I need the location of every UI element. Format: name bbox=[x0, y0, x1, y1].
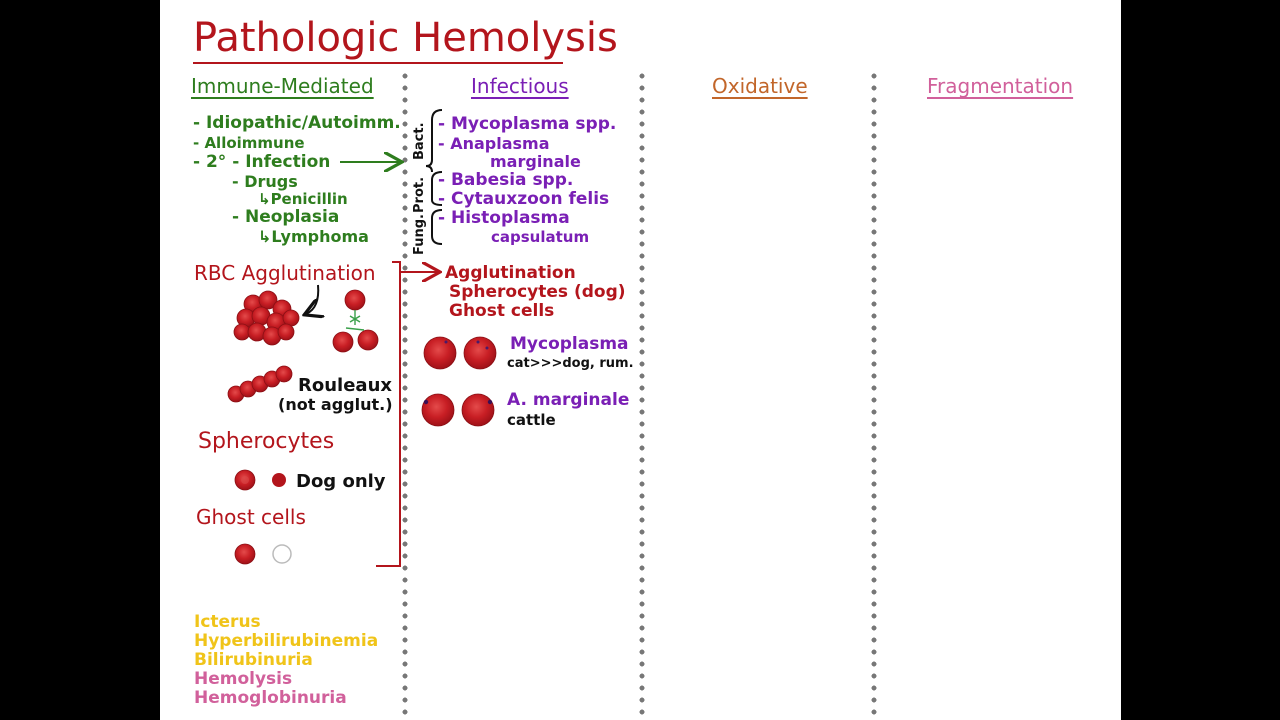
drawing-layer bbox=[160, 0, 1121, 720]
rbc-rouleaux bbox=[228, 366, 292, 402]
rbc-spherocyte bbox=[272, 473, 286, 487]
brace-protozoa bbox=[432, 172, 442, 205]
rbc-agglutinated-cluster bbox=[234, 291, 299, 345]
rbc-normal bbox=[235, 544, 255, 564]
antibody-icon bbox=[346, 310, 364, 330]
rbc-ghost-cell bbox=[273, 545, 291, 563]
rbc-normal-pallor bbox=[241, 476, 249, 484]
whiteboard: Pathologic Hemolysis Immune-Mediated Inf… bbox=[160, 0, 1121, 720]
bracket-immune-findings bbox=[376, 262, 400, 566]
brace-bacteria bbox=[426, 110, 442, 172]
arrow-agglutination-curve bbox=[306, 285, 318, 314]
rbc-anaplasma-infected bbox=[422, 394, 494, 426]
brace-fungi bbox=[432, 210, 442, 244]
rbc-mycoplasma-infected bbox=[424, 337, 496, 369]
